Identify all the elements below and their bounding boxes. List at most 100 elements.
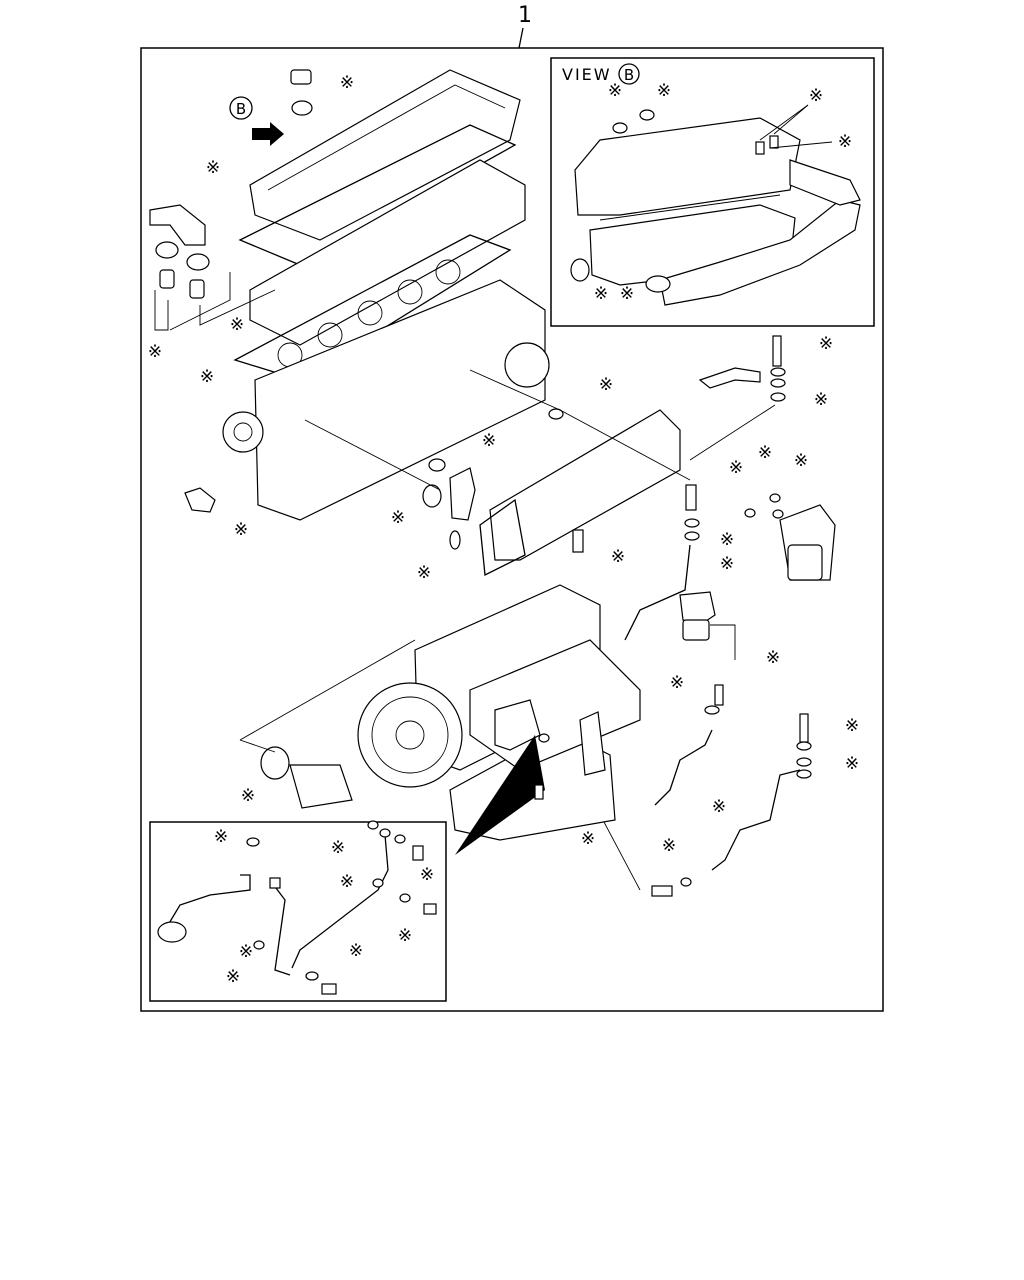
detail-oil-pipe bbox=[167, 874, 251, 926]
view-direction-arrow bbox=[252, 122, 284, 146]
thermostat-2 bbox=[189, 279, 205, 299]
kit-marker: ※ bbox=[340, 872, 354, 892]
view-b-ref-circle bbox=[229, 96, 253, 120]
view-letter: B bbox=[624, 66, 634, 84]
kit-marker: ※ bbox=[838, 132, 852, 152]
kit-marker: ※ bbox=[148, 342, 162, 362]
kit-marker: ※ bbox=[239, 942, 253, 962]
kit-marker: ※ bbox=[349, 941, 363, 961]
front-pulley bbox=[222, 411, 264, 453]
lower-oil-pipe bbox=[711, 769, 801, 871]
intake-manifold bbox=[489, 409, 681, 561]
oil-filler-seal bbox=[291, 100, 313, 116]
item-leader-line bbox=[518, 27, 524, 49]
kit-marker: ※ bbox=[814, 390, 828, 410]
oil-feed-pipe bbox=[624, 544, 691, 641]
filter-oring-1 bbox=[744, 508, 756, 518]
thermostat-1 bbox=[159, 269, 175, 289]
leader-line bbox=[304, 419, 441, 491]
dipstick-tube bbox=[579, 711, 606, 776]
detail-inset-frame bbox=[149, 821, 447, 1002]
leader-line bbox=[469, 369, 691, 481]
fuel-washer bbox=[704, 705, 720, 715]
detail-bolt-1 bbox=[412, 845, 424, 861]
kit-marker: ※ bbox=[794, 451, 808, 471]
kit-marker: ※ bbox=[398, 926, 412, 946]
kit-marker: ※ bbox=[206, 158, 220, 178]
intake-manifold-gasket bbox=[479, 498, 526, 577]
fuel-bolt bbox=[714, 684, 724, 706]
lower-washer-1 bbox=[796, 741, 812, 751]
starter-motor bbox=[494, 699, 541, 751]
cylinder-block bbox=[254, 279, 546, 521]
elbow-seal bbox=[428, 458, 446, 472]
rocker-cover bbox=[249, 69, 521, 241]
kit-marker: ※ bbox=[581, 829, 595, 849]
cylinder-head bbox=[249, 159, 526, 346]
kit-marker: ※ bbox=[720, 554, 734, 574]
oil-filter bbox=[787, 544, 823, 581]
inset-leader bbox=[769, 141, 833, 149]
kit-marker: ※ bbox=[230, 315, 244, 335]
rear-oring bbox=[548, 408, 564, 420]
kit-marker: ※ bbox=[657, 81, 671, 101]
kit-marker: ※ bbox=[819, 334, 833, 354]
detail-bolt-3 bbox=[321, 983, 337, 995]
detail-washer-1 bbox=[246, 837, 260, 847]
kit-marker: ※ bbox=[391, 508, 405, 528]
gasket-bore-2 bbox=[317, 322, 343, 348]
flywheel-inner bbox=[371, 696, 449, 774]
kit-marker: ※ bbox=[809, 86, 823, 106]
upper-washer-1 bbox=[770, 367, 786, 377]
kit-marker: ※ bbox=[241, 786, 255, 806]
inlet-pipe bbox=[289, 764, 353, 809]
detail-washer-4 bbox=[394, 834, 406, 844]
kit-marker: ※ bbox=[340, 73, 354, 93]
inset-leader bbox=[759, 104, 809, 141]
item-number: 1 bbox=[518, 3, 532, 28]
water-outlet bbox=[149, 204, 206, 246]
filter-oring-3 bbox=[772, 509, 784, 519]
thermostat-seal-1 bbox=[155, 241, 179, 259]
detail-washer-2 bbox=[367, 820, 379, 830]
thermostat-bracket-line bbox=[154, 290, 169, 331]
detail-inset bbox=[149, 820, 447, 1002]
upper-engine-assembly bbox=[149, 69, 550, 521]
pan-drain-plug bbox=[534, 784, 544, 800]
oil-line-washer-1 bbox=[684, 518, 700, 528]
kit-marker: ※ bbox=[611, 547, 625, 567]
kit-marker: ※ bbox=[729, 458, 743, 478]
kit-marker: ※ bbox=[712, 797, 726, 817]
lower-bolt bbox=[799, 713, 809, 743]
water-pipe-elbow bbox=[449, 467, 476, 521]
inset-grommet-1 bbox=[755, 141, 765, 155]
upper-oil-pipe bbox=[698, 367, 761, 389]
thermostat-bracket-line bbox=[169, 272, 231, 331]
kit-marker: ※ bbox=[662, 836, 676, 856]
upper-washer-3 bbox=[770, 392, 786, 402]
injector-fitting bbox=[572, 529, 584, 553]
gasket-bore-4 bbox=[397, 279, 423, 305]
main-frame bbox=[140, 47, 884, 1012]
oil-line-bolt bbox=[685, 484, 697, 511]
inset-leader bbox=[773, 104, 809, 135]
kit-marker: ※ bbox=[845, 716, 859, 736]
inset-flange-gasket bbox=[645, 275, 671, 293]
view-b-inset: VIEW B bbox=[550, 57, 875, 327]
flywheel-hub bbox=[395, 720, 425, 750]
leader-line bbox=[710, 624, 736, 660]
kit-marker: ※ bbox=[594, 284, 608, 304]
rear-seal-housing bbox=[504, 342, 550, 388]
water-pipe-oring bbox=[422, 484, 442, 508]
inset-gasket-line bbox=[599, 194, 781, 221]
kit-marker: ※ bbox=[620, 284, 634, 304]
lower-washer-3 bbox=[796, 769, 812, 779]
filter-oring-2 bbox=[769, 493, 781, 503]
rocker-cover-gasket bbox=[238, 124, 517, 266]
leader-line bbox=[239, 739, 276, 753]
kit-marker: ※ bbox=[845, 754, 859, 774]
kit-marker: ※ bbox=[420, 865, 434, 885]
detail-pipe-b bbox=[291, 834, 389, 969]
detail-washer-3 bbox=[379, 828, 391, 838]
